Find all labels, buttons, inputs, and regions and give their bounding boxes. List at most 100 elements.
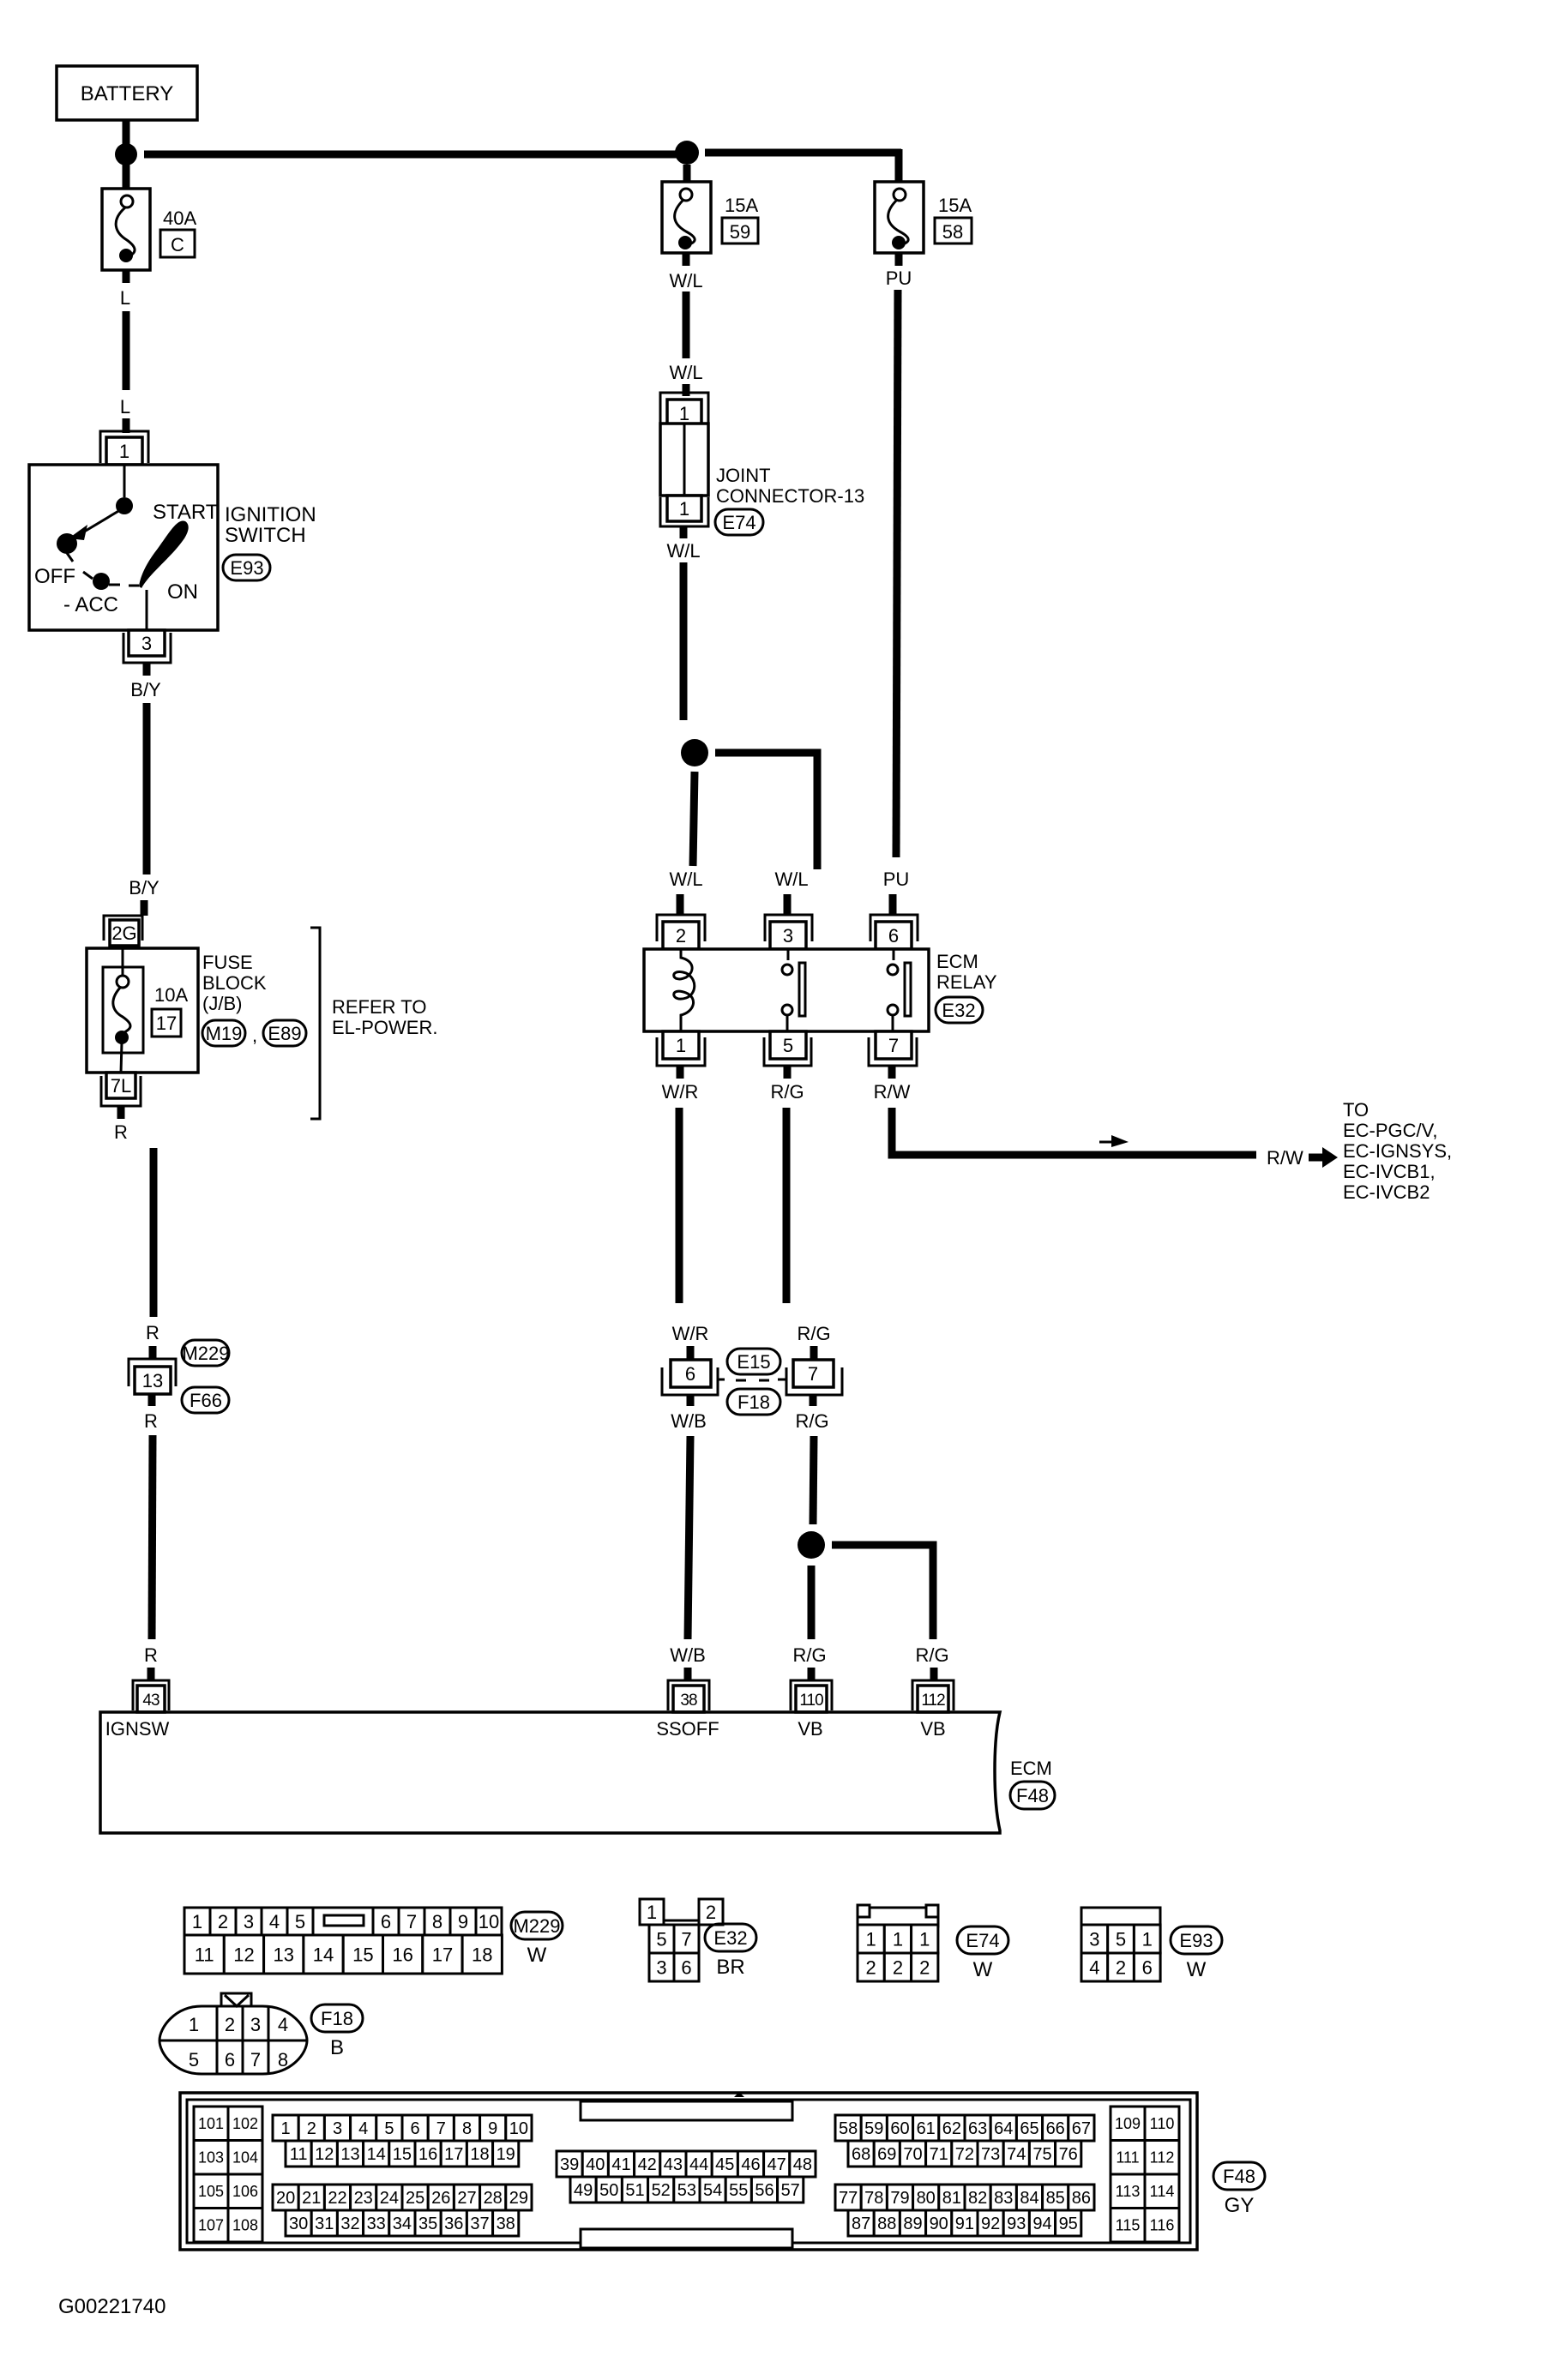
pin-number: 54 — [703, 2181, 722, 2200]
ecm: 43 38 110 112 IGNSW SSOFF VB VB ECM F48 — [99, 1679, 1056, 1835]
connector-pin — [963, 2183, 992, 2212]
pin-number: 67 — [1072, 2119, 1091, 2138]
svg-text:,: , — [252, 1025, 257, 1046]
pin-number: 36 — [444, 2215, 463, 2233]
pin-number: 74 — [1007, 2145, 1026, 2164]
pin-number: 37 — [470, 2215, 489, 2233]
svg-text:PU: PU — [886, 267, 912, 289]
svg-text:SSOFF: SSOFF — [656, 1718, 719, 1740]
svg-text:L: L — [120, 396, 130, 418]
connector-id: E93 — [1179, 1930, 1213, 1951]
pin-number: 47 — [767, 2155, 786, 2174]
svg-text:R: R — [144, 1644, 158, 1666]
pin-number: 5 — [656, 1928, 666, 1950]
pin-number: 64 — [994, 2119, 1013, 2138]
svg-text:R/G: R/G — [797, 1323, 830, 1344]
connector-pin — [659, 2149, 688, 2179]
connector-pin — [286, 1906, 315, 1937]
pin-number: 60 — [890, 2119, 909, 2138]
pin-number: 101 — [198, 2115, 224, 2132]
svg-text:EC-IVCB1,: EC-IVCB1, — [1343, 1161, 1436, 1182]
svg-text:1: 1 — [676, 1035, 686, 1056]
connector-id-badge — [509, 1910, 564, 1941]
pin-number: 12 — [233, 1944, 254, 1965]
pin-number: 4 — [358, 2119, 368, 2138]
connector-pin — [226, 2139, 264, 2176]
connector-color: W — [973, 1958, 993, 1981]
connector-pin — [950, 2209, 979, 2238]
pin-number: 76 — [1059, 2145, 1078, 2164]
svg-text:M19: M19 — [206, 1023, 243, 1044]
pin-number: 29 — [509, 2189, 528, 2208]
connector-id-badge — [955, 1925, 1010, 1956]
svg-text:JOINT: JOINT — [716, 465, 771, 486]
pin-number: 5 — [1116, 1928, 1126, 1950]
svg-text:112: 112 — [921, 1692, 945, 1710]
connector-pin — [698, 2175, 727, 2204]
pin-number: 3 — [1089, 1928, 1099, 1950]
svg-text:R/W: R/W — [874, 1081, 911, 1103]
pin-number: 1 — [192, 1911, 202, 1932]
pin-number: 90 — [930, 2215, 948, 2233]
pin-number: 25 — [406, 2189, 424, 2208]
connector-pin — [426, 2113, 455, 2143]
pin-number: 28 — [484, 2189, 503, 2208]
svg-text:R/G: R/G — [795, 1410, 828, 1432]
pin-number: 77 — [839, 2189, 858, 2208]
connector-pin — [262, 1933, 305, 1975]
svg-text:6: 6 — [888, 925, 899, 947]
svg-text:3: 3 — [141, 633, 152, 654]
pin-number: 95 — [1059, 2215, 1078, 2233]
pin-number: 94 — [1032, 2215, 1051, 2233]
pin-number: 2 — [919, 1956, 930, 1978]
connector-pin — [976, 2139, 1005, 2168]
svg-text:R: R — [144, 1410, 158, 1432]
svg-text:ON: ON — [167, 580, 198, 604]
joint-connector-13: 1 1 JOINT CONNECTOR-13 E74 — [659, 391, 864, 537]
pin-number: 35 — [418, 2215, 437, 2233]
pin-number: 13 — [340, 2145, 359, 2164]
svg-text:E93: E93 — [230, 557, 263, 579]
svg-text:FUSE: FUSE — [202, 952, 253, 973]
connector-pin — [388, 2139, 417, 2168]
junction-dot — [798, 1531, 825, 1559]
pin-number: 7 — [436, 2119, 446, 2138]
connector-color: GY — [1225, 2194, 1255, 2217]
pin-number: 22 — [328, 2189, 346, 2208]
pin-number: 2 — [893, 1956, 903, 1978]
connector-pin — [1014, 2113, 1044, 2143]
pin-number: 6 — [411, 2119, 420, 2138]
connector-pin — [491, 2209, 521, 2238]
fuse-40a: 40A C — [100, 187, 196, 272]
svg-text:38: 38 — [680, 1692, 697, 1710]
pin-number: 11 — [290, 2145, 308, 2164]
connector-pin — [1143, 2207, 1181, 2244]
svg-text:REFER TO: REFER TO — [332, 996, 426, 1018]
pin-number: 49 — [574, 2181, 593, 2200]
svg-text:R: R — [146, 1322, 160, 1343]
pin-number: 41 — [611, 2155, 630, 2174]
connector-pin — [465, 2209, 495, 2238]
pin-number: 65 — [1020, 2119, 1038, 2138]
junction-dot — [675, 141, 699, 165]
pin-number: 10 — [509, 2119, 528, 2138]
svg-text:W/L: W/L — [774, 868, 808, 890]
svg-text:R/G: R/G — [792, 1644, 826, 1666]
connector-id: E74 — [966, 1930, 999, 1951]
connector-pin — [1132, 1923, 1162, 1955]
connector-pin — [846, 2139, 876, 2168]
pin-number: 18 — [472, 1944, 492, 1965]
inline-connector-e15-f18: 6 7 E15 F18 — [660, 1347, 844, 1416]
pin-number: 79 — [890, 2189, 909, 2208]
pin-number: 72 — [955, 2145, 974, 2164]
pin-number: 3 — [244, 1911, 254, 1932]
pin-number: 14 — [313, 1944, 334, 1965]
pin-number: 114 — [1150, 2183, 1175, 2200]
pin-number: 39 — [560, 2155, 579, 2174]
svg-text:F18: F18 — [737, 1391, 770, 1413]
pin-number: 1 — [1142, 1928, 1153, 1950]
svg-text:ECM: ECM — [936, 951, 978, 972]
latch-icon — [579, 2227, 794, 2250]
